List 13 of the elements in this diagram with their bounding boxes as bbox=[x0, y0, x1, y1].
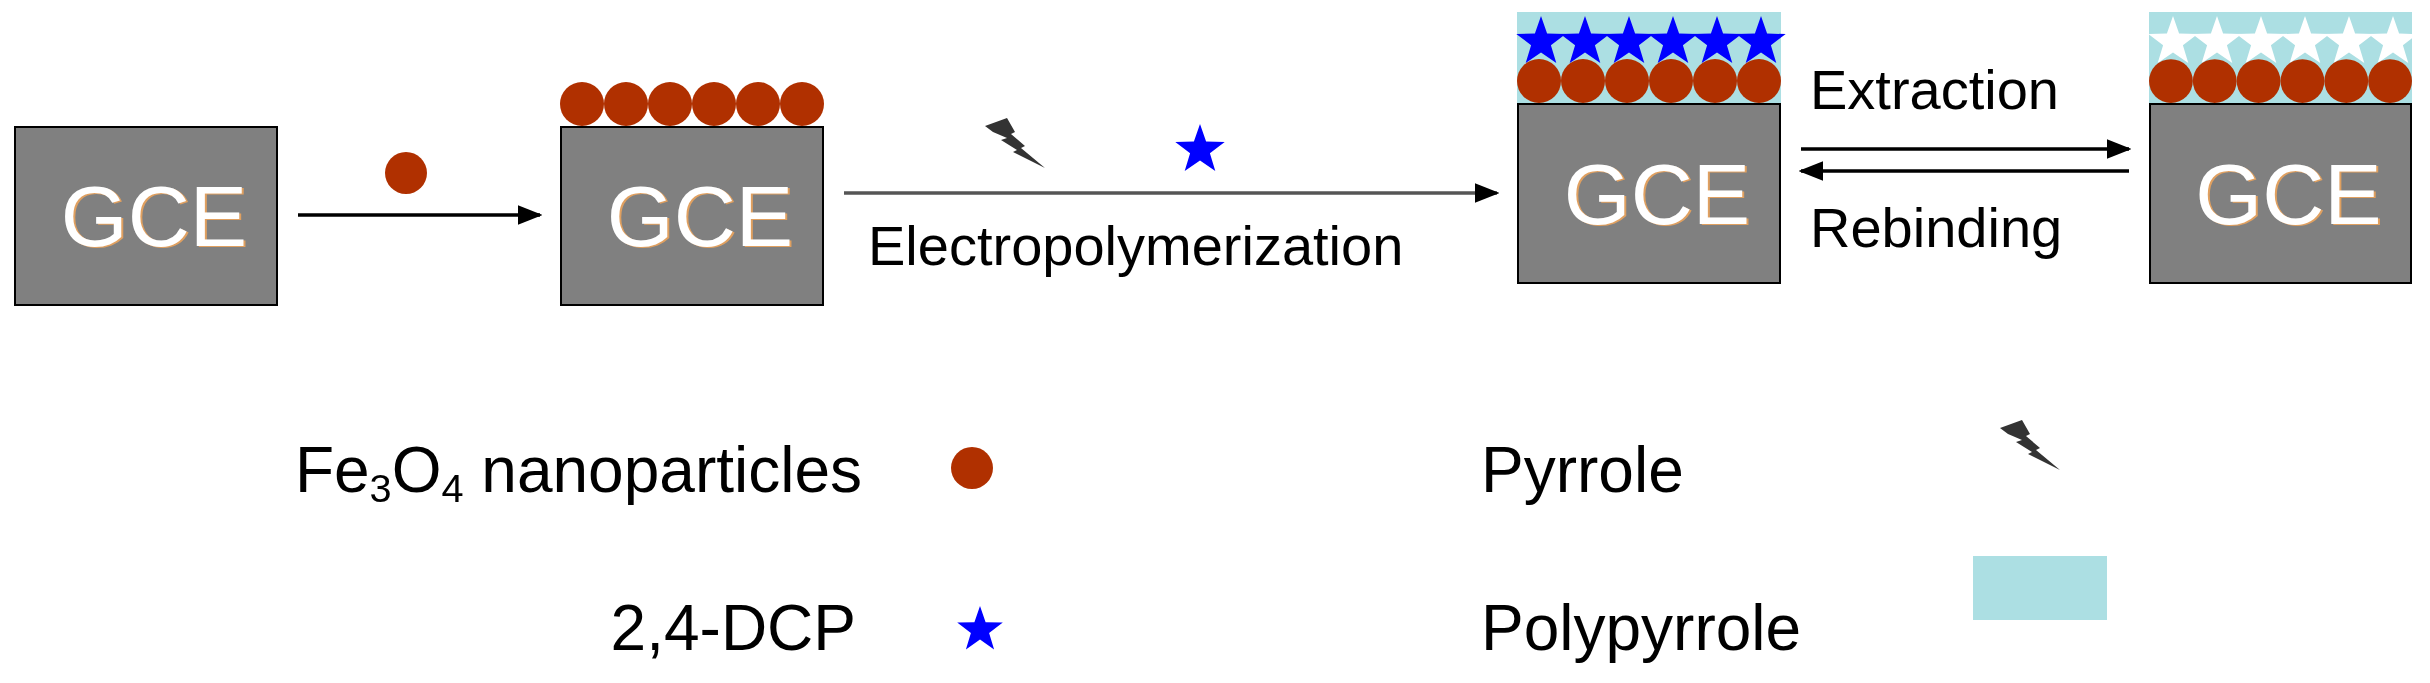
electrode-label: GCE bbox=[59, 173, 248, 259]
electrode-box bbox=[560, 126, 824, 306]
arrow bbox=[298, 205, 543, 225]
electrode-label: GCE bbox=[2194, 150, 2382, 237]
electrode-box bbox=[14, 126, 278, 306]
electrode-box bbox=[2149, 103, 2412, 284]
legend-label: 2,4-DCP bbox=[610, 596, 856, 660]
arrow bbox=[1798, 161, 2129, 181]
electrode-label: GCE bbox=[1562, 150, 1751, 237]
arrow bbox=[844, 183, 1500, 203]
electrode-box bbox=[1517, 103, 1781, 284]
arrow bbox=[1801, 139, 2132, 159]
electrode-label: GCE bbox=[605, 173, 794, 259]
